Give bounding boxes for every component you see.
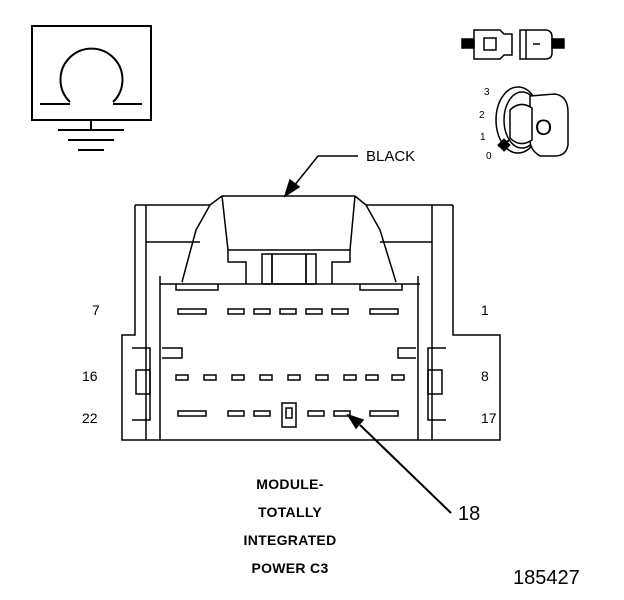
pin-label-22: 22 bbox=[82, 410, 98, 426]
key-position-3: 3 bbox=[484, 87, 490, 98]
terminal-row-1 bbox=[177, 308, 399, 315]
black-leader-arrow bbox=[283, 155, 358, 198]
caption-line-2: TOTALLY bbox=[257, 504, 323, 520]
pin-18-callout-label: 18 bbox=[458, 503, 481, 525]
key-position-0: 0 bbox=[486, 151, 492, 162]
caption-line-3: INTEGRATED bbox=[243, 532, 337, 548]
terminal-row-3 bbox=[177, 402, 399, 428]
disconnect-connector-icon bbox=[461, 29, 565, 60]
pin-label-7: 7 bbox=[92, 302, 100, 318]
key-position-1: 1 bbox=[480, 132, 486, 143]
ignition-key-icon bbox=[495, 86, 569, 157]
key-position-2: 2 bbox=[479, 110, 485, 121]
caption-line-4: POWER C3 bbox=[251, 560, 329, 576]
pin-18-callout-arrow bbox=[346, 413, 452, 514]
pin-label-8: 8 bbox=[481, 368, 489, 384]
ohmmeter-icon bbox=[31, 25, 152, 151]
pin-label-16: 16 bbox=[82, 368, 98, 384]
terminal-row-2 bbox=[175, 374, 405, 381]
connector-caption: MODULE- TOTALLY INTEGRATED POWER C3 bbox=[220, 470, 360, 582]
connector-color-label: BLACK bbox=[366, 148, 416, 165]
figure-id: 185427 bbox=[513, 567, 580, 589]
connector-body bbox=[121, 195, 501, 441]
caption-line-1: MODULE- bbox=[256, 476, 324, 492]
key-label: O bbox=[535, 115, 553, 140]
pin-label-17: 17 bbox=[481, 410, 497, 426]
pin-label-1: 1 bbox=[481, 302, 489, 318]
